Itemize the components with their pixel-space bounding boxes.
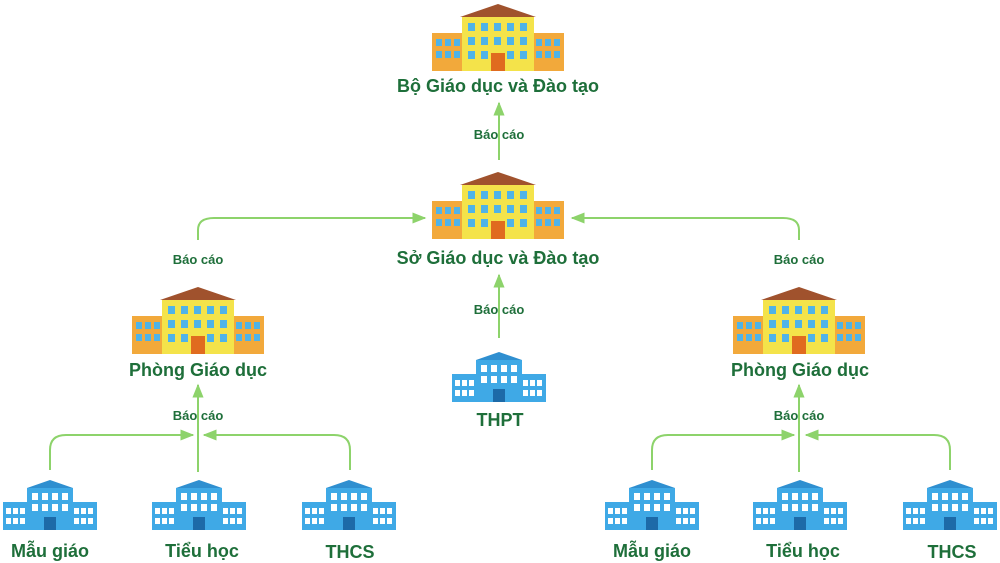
highschool-label: THPT <box>476 410 524 430</box>
edge-kinder-left-to-office-left <box>49 429 195 470</box>
primary-left-label: Tiểu học <box>165 541 239 561</box>
kinder-right-building-icon <box>605 480 699 530</box>
edge-label-highschool-to-department: Báo cáo <box>473 302 525 317</box>
office-right-building-icon <box>733 287 865 354</box>
secondary-left-label: THCS <box>325 542 375 562</box>
edge-label-schools-right-to-office: Báo cáo <box>773 408 825 423</box>
ministry-label: Bộ Giáo dục và Đào tạo <box>396 76 600 96</box>
ministry-building-icon <box>432 4 564 71</box>
kinder-right-label: Mẫu giáo <box>612 541 692 561</box>
edge-kinder-right-to-office-right <box>651 429 796 470</box>
office-left-label: Phòng Giáo dục <box>129 360 267 380</box>
edge-label-schools-left-to-office: Báo cáo <box>172 408 224 423</box>
secondary-right-label: THCS <box>927 542 977 562</box>
department-label: Sở Giáo dục và Đào tạo <box>396 248 600 268</box>
secondary-right-building-icon <box>903 480 997 530</box>
kinder-left-building-icon <box>3 480 97 530</box>
office-right-label: Phòng Giáo dục <box>731 360 869 380</box>
primary-right-label: Tiểu học <box>766 541 840 561</box>
edge-office-right-to-department <box>570 212 800 240</box>
highschool-building-icon <box>452 352 546 402</box>
primary-left-building-icon <box>152 480 246 530</box>
edge-label-office-right-to-department: Báo cáo <box>773 252 825 267</box>
edge-label-office-left-to-department: Báo cáo <box>172 252 224 267</box>
edge-secondary-left-to-office-left <box>202 429 351 470</box>
edge-office-left-to-department <box>197 212 427 240</box>
primary-right-building-icon <box>753 480 847 530</box>
office-left-building-icon <box>132 287 264 354</box>
secondary-left-building-icon <box>302 480 396 530</box>
department-building-icon <box>432 172 564 239</box>
kinder-left-label: Mẫu giáo <box>10 541 90 561</box>
edge-secondary-right-to-office-right <box>804 429 951 470</box>
edge-label-department-to-ministry: Báo cáo <box>473 127 525 142</box>
